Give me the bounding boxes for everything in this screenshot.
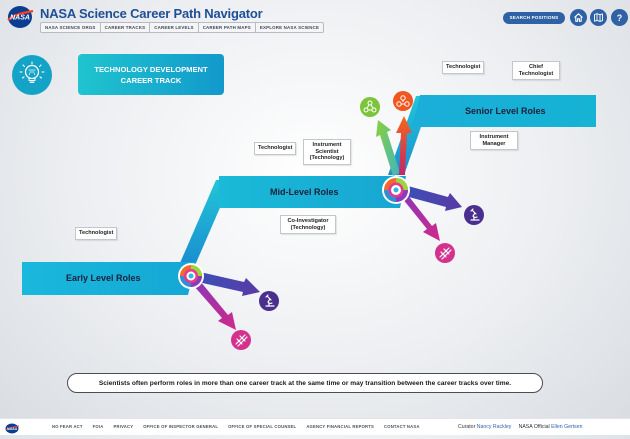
site-title[interactable]: NASA Science Career Path Navigator [40, 6, 263, 21]
home-button[interactable] [570, 9, 587, 26]
mid-arrow-up-orange [396, 116, 412, 175]
footer-link-inspector-general[interactable]: OFFICE OF INSPECTOR GENERAL [143, 424, 219, 429]
curator-link[interactable]: Nancy Rackley [476, 424, 512, 430]
main-nav: NASA SCIENCE ORGS CAREER TRACKS CAREER L… [40, 22, 325, 33]
nav-career-tracks[interactable]: CAREER TRACKS [101, 23, 151, 32]
official-link[interactable]: Ellen Gertsen [551, 424, 583, 430]
mid-arrow-up-green [376, 120, 400, 176]
mid-arrow-right [405, 186, 462, 211]
senior-level-label: Senior Level Roles [465, 106, 546, 116]
senior-level-banner [412, 95, 596, 127]
footer-bar [0, 418, 630, 435]
track-icon-badge [12, 55, 52, 95]
mid-arrow-down [402, 194, 440, 241]
track-title-line2: CAREER TRACK [120, 75, 182, 85]
mid-level-banner [219, 176, 406, 208]
early-arrow-right [198, 272, 260, 296]
map-icon [594, 13, 603, 22]
map-button[interactable] [590, 9, 607, 26]
footer-links: NO FEAR ACT FOIA PRIVACY OFFICE OF INSPE… [52, 424, 430, 429]
biology-icon [235, 334, 248, 347]
early-level-label: Early Level Roles [66, 273, 141, 283]
footer-link-privacy[interactable]: PRIVACY [113, 424, 134, 429]
role-tag[interactable]: Chief Technologist [512, 61, 560, 81]
nasa-logo[interactable]: NASA [5, 5, 35, 29]
footer-link-no-fear-act[interactable]: NO FEAR ACT [52, 424, 83, 429]
svg-text:?: ? [617, 13, 623, 23]
lightbulb-icon [19, 61, 45, 83]
nav-career-levels[interactable]: CAREER LEVELS [150, 23, 199, 32]
curator-label: Curator [458, 424, 476, 430]
role-tag[interactable]: Instrument Manager [470, 131, 518, 151]
network-icon [363, 100, 377, 113]
footer-link-financial-reports[interactable]: AGENCY FINANCIAL REPORTS [306, 424, 375, 429]
early-arrow-down [194, 281, 236, 330]
track-title-line1: TECHNOLOGY DEVELOPMENT [94, 64, 208, 74]
help-button[interactable]: ? [611, 9, 628, 26]
role-tag[interactable]: Technologist [75, 227, 118, 240]
biology-icon [439, 247, 452, 260]
official-label: NASA Official [518, 424, 550, 430]
help-icon: ? [617, 13, 623, 23]
footer-link-special-counsel[interactable]: OFFICE OF SPECIAL COUNSEL [228, 424, 297, 429]
early-level-banner [22, 262, 196, 295]
footer-link-foia[interactable]: FOIA [92, 424, 104, 429]
role-tag[interactable]: Instrument Scientist (Technology) [303, 139, 351, 165]
microscope-icon [265, 294, 275, 307]
early-biology-badge[interactable] [231, 330, 251, 350]
mid-level-label: Mid-Level Roles [270, 187, 339, 197]
early-node [178, 263, 204, 289]
footer-credits: Curator Nancy Rackley NASA Official Elle… [458, 424, 583, 430]
nasa-footer-logo[interactable]: NASA [4, 421, 20, 434]
microscope-icon [470, 208, 480, 221]
role-tag[interactable]: Technologist [254, 142, 297, 155]
senior-gears-badge[interactable] [393, 91, 413, 111]
role-tag[interactable]: Technologist [442, 61, 485, 74]
nav-career-path-maps[interactable]: CAREER PATH MAPS [199, 23, 256, 32]
home-icon [574, 13, 583, 22]
mid-node [382, 176, 410, 204]
nav-science-orgs[interactable]: NASA SCIENCE ORGS [41, 23, 101, 32]
career-track-note: Scientists often perform roles in more t… [67, 373, 543, 393]
search-positions-button[interactable]: SEARCH POSITIONS [503, 12, 565, 24]
mid-microscope-badge[interactable] [464, 205, 484, 225]
svg-text:NASA: NASA [7, 427, 18, 431]
gears-icon [396, 95, 410, 107]
footer-link-contact-nasa[interactable]: CONTACT NASA [384, 424, 420, 429]
role-tag[interactable]: Co-Investigator (Technology) [280, 215, 336, 235]
nav-explore-science[interactable]: EXPLORE NASA SCIENCE [259, 25, 320, 30]
early-microscope-badge[interactable] [259, 291, 279, 311]
track-title-box: TECHNOLOGY DEVELOPMENT CAREER TRACK [78, 54, 224, 95]
senior-network-badge[interactable] [360, 97, 380, 117]
mid-biology-badge[interactable] [435, 243, 455, 263]
svg-text:NASA: NASA [10, 15, 30, 22]
